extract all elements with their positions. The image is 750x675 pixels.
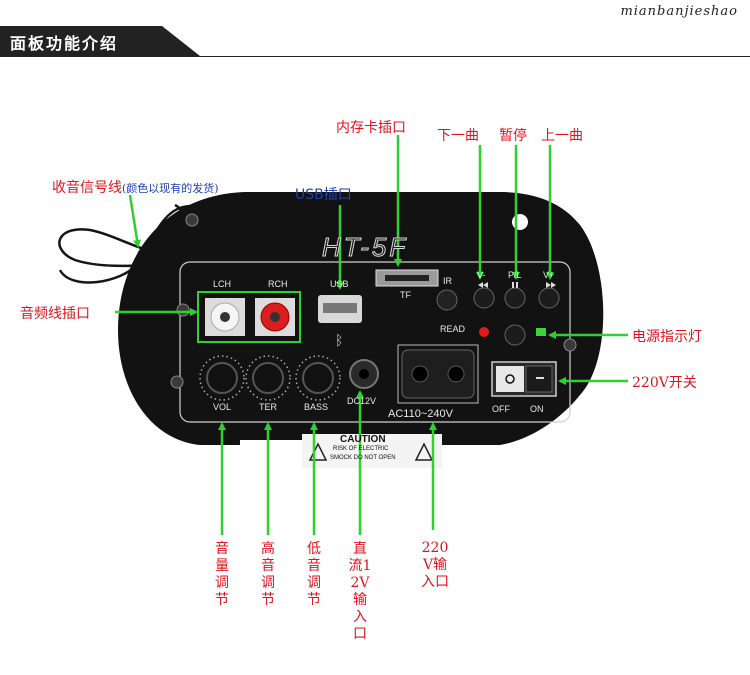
ac-socket-frame [397,344,479,404]
label-radio-antenna-text: 收音信号线 [52,180,122,196]
caution-title: CAUTION [340,434,386,445]
power-led [536,328,546,336]
rch-label: RCH [268,279,288,289]
header-tab [0,26,200,56]
screw [170,213,577,389]
label-ac-input: 220V输入口 [421,540,449,590]
caution-line1: RISK OF ELECTRIC [333,446,389,452]
label-bass: 低音调节 [307,541,321,608]
label-volume: 音量调节 [215,541,229,608]
caution-sticker [302,434,442,468]
rca-jack-group [197,291,301,343]
knob-bass [295,355,341,401]
off-label: OFF [492,404,510,414]
label-pause: 暂停 [499,128,527,144]
model-logo: HT-5F [321,232,409,263]
vol-label: VOL [213,402,232,412]
tf-label: TF [400,290,411,300]
read-label: READ [440,324,466,334]
label-treble: 高音调节 [261,541,275,608]
ac-label: AC110~240V [388,408,453,420]
caution-line2: SMOCK DO NOT OPEN [330,455,396,461]
watermark: mianbanjieshao [620,4,738,19]
control-buttons [473,287,560,346]
ir-label: IR [443,276,452,286]
ac-socket [401,349,475,399]
label-usb-port: USB插口 [295,187,352,203]
rca-jack-right [255,298,295,336]
btn-pause-label: P/L [508,270,522,280]
label-audio-input: 音频线插口 [20,306,90,322]
bass-label: BASS [304,402,329,412]
label-prev-track: 上一曲 [541,128,583,144]
usb-label: USB [330,279,349,289]
label-next-track: 下一曲 [437,128,479,144]
page-title: 面板功能介绍 [10,34,119,53]
rca-jack-left [205,298,245,336]
on-label: ON [530,404,544,414]
knob-vol [199,355,245,401]
label-power-indicator: 电源指示灯 [632,329,702,345]
btn-prev-label: V- [477,270,486,280]
label-dc-input: 直流12V输入口 [348,541,372,642]
label-memory-card: 内存卡插口 [336,120,406,136]
label-radio-antenna: 收音信号线(颜色以现有的发货) [52,177,219,197]
label-radio-antenna-note: (颜色以现有的发货) [122,182,219,195]
ter-label: TER [259,402,277,412]
knob-ter [245,355,291,401]
btn-next-label: V+ [543,270,555,280]
dc-label: DC12V [347,396,377,406]
label-power-switch: 220V开关 [632,375,697,391]
callout-arrows [115,135,628,535]
bluetooth-icon: ᛒ [335,333,343,349]
read-led [479,327,489,337]
section-header: 面板功能介绍 [0,26,750,57]
ir-sensor [436,289,458,311]
lch-label: LCH [213,279,232,289]
